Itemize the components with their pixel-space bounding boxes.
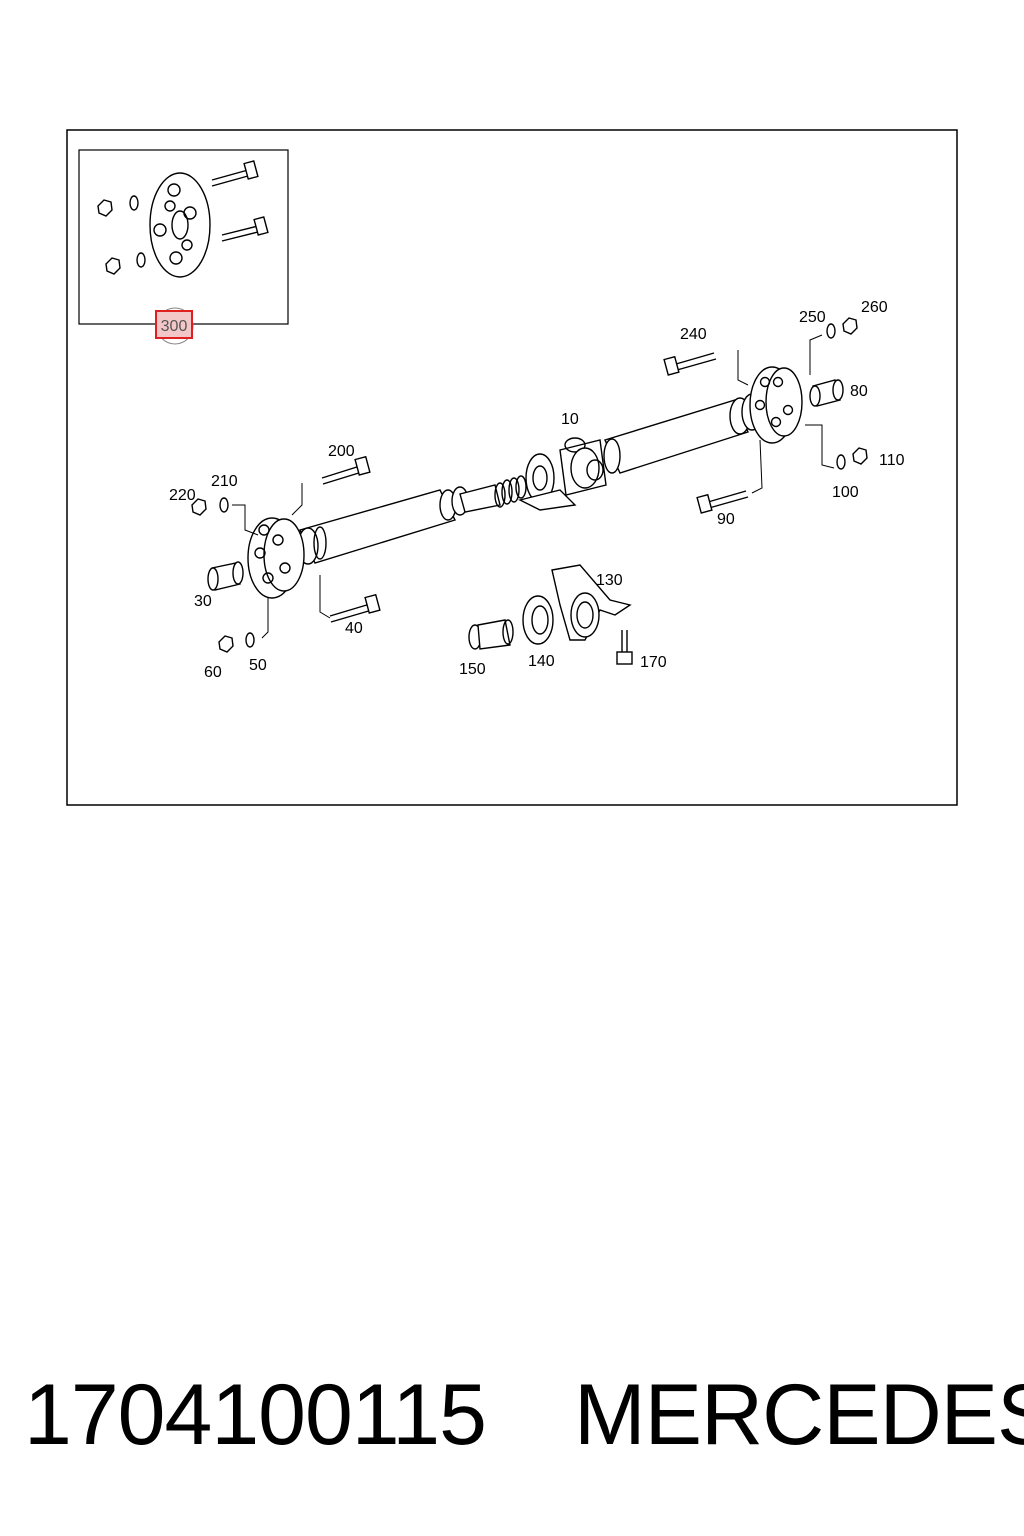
brand-name: MERCEDES bbox=[574, 1367, 1024, 1463]
callout-100[interactable]: 100 bbox=[832, 484, 859, 501]
sleeve-30 bbox=[207, 561, 244, 591]
parts-diagram: 300 bbox=[66, 129, 958, 806]
callout-40[interactable]: 40 bbox=[345, 620, 363, 637]
bolt-40 bbox=[329, 593, 381, 623]
bolt-90 bbox=[696, 490, 749, 514]
leader-lines bbox=[232, 334, 835, 639]
svg-text:300: 300 bbox=[161, 318, 188, 335]
callout-130[interactable]: 130 bbox=[596, 572, 623, 589]
callout-50[interactable]: 50 bbox=[249, 657, 267, 674]
callout-250[interactable]: 250 bbox=[799, 309, 826, 326]
callout-220[interactable]: 220 bbox=[169, 487, 196, 504]
callout-80[interactable]: 80 bbox=[850, 383, 868, 400]
callout-150[interactable]: 150 bbox=[459, 661, 486, 678]
part-number: 1704100115 bbox=[24, 1367, 487, 1463]
bolt-200 bbox=[321, 455, 371, 485]
callout-60[interactable]: 60 bbox=[204, 664, 222, 681]
callout-110[interactable]: 110 bbox=[879, 452, 905, 469]
diagram-frame bbox=[66, 129, 958, 806]
callout-200[interactable]: 200 bbox=[328, 443, 355, 460]
drive-shaft bbox=[247, 366, 803, 599]
callout-240[interactable]: 240 bbox=[680, 326, 707, 343]
callout-170[interactable]: 170 bbox=[640, 654, 667, 671]
callout-140[interactable]: 140 bbox=[528, 653, 555, 670]
callout-300[interactable]: 300 bbox=[155, 307, 194, 345]
callout-10[interactable]: 10 bbox=[561, 411, 579, 428]
sleeve-80 bbox=[809, 379, 844, 407]
callout-30[interactable]: 30 bbox=[194, 593, 212, 610]
bolt-240 bbox=[663, 352, 717, 376]
inset-flex-disc-kit bbox=[78, 149, 289, 325]
footer-caption: 1704100115 MERCEDES bbox=[0, 1360, 1024, 1480]
nuts-washers bbox=[191, 317, 868, 653]
callout-260[interactable]: 260 bbox=[861, 299, 888, 316]
callout-90[interactable]: 90 bbox=[717, 511, 735, 528]
bearing-parts bbox=[468, 564, 633, 665]
callout-210[interactable]: 210 bbox=[211, 473, 238, 490]
